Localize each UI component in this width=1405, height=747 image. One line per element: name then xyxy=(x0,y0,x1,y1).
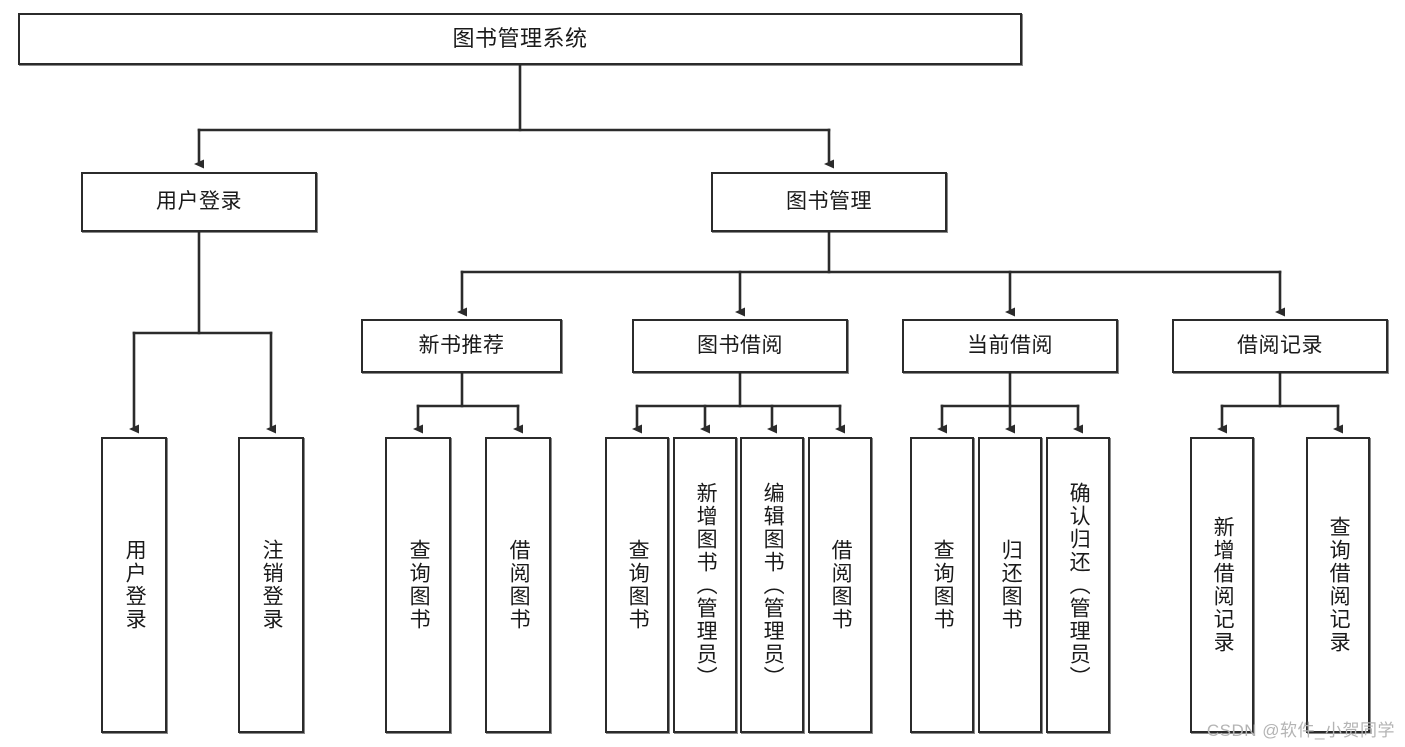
node-leaf-add-book-admin[interactable]: 新增图书（管理员） xyxy=(673,437,737,733)
node-current-borrow[interactable]: 当前借阅 xyxy=(902,319,1118,373)
node-label: 新增图书（管理员） xyxy=(694,481,718,689)
csdn-watermark: CSDN @软件_小贺同学 xyxy=(1206,721,1395,740)
node-leaf-query-books-recommend[interactable]: 查询图书 xyxy=(385,437,451,733)
node-leaf-borrow-books-recommend[interactable]: 借阅图书 xyxy=(485,437,551,733)
node-label: 图书管理系统 xyxy=(452,26,588,52)
node-user-login[interactable]: 用户登录 xyxy=(81,172,317,232)
node-label: 新增借阅记录 xyxy=(1211,516,1235,654)
node-leaf-edit-book-admin[interactable]: 编辑图书（管理员） xyxy=(740,437,804,733)
node-label: 确认归还（管理员） xyxy=(1067,481,1091,689)
node-label: 编辑图书（管理员） xyxy=(761,481,785,689)
node-book-borrow[interactable]: 图书借阅 xyxy=(632,319,848,373)
node-label: 借阅图书 xyxy=(829,539,853,631)
node-book-management[interactable]: 图书管理 xyxy=(711,172,947,232)
node-label: 查询图书 xyxy=(407,539,431,631)
node-leaf-confirm-return-admin[interactable]: 确认归还（管理员） xyxy=(1046,437,1110,733)
node-leaf-add-borrow-record[interactable]: 新增借阅记录 xyxy=(1190,437,1254,733)
node-label: 注销登录 xyxy=(260,539,284,631)
node-leaf-user-login[interactable]: 用户登录 xyxy=(101,437,167,733)
node-label: 查询图书 xyxy=(931,539,955,631)
node-label: 图书管理 xyxy=(786,189,872,213)
node-label: 查询借阅记录 xyxy=(1327,516,1351,654)
node-leaf-return-books[interactable]: 归还图书 xyxy=(978,437,1042,733)
node-label: 用户登录 xyxy=(123,539,147,631)
node-leaf-query-books-current[interactable]: 查询图书 xyxy=(910,437,974,733)
node-root-book-management-system[interactable]: 图书管理系统 xyxy=(18,13,1022,65)
node-new-book-recommend[interactable]: 新书推荐 xyxy=(361,319,562,373)
node-leaf-borrow-books[interactable]: 借阅图书 xyxy=(808,437,872,733)
node-label: 新书推荐 xyxy=(418,333,505,357)
node-leaf-query-books-borrow[interactable]: 查询图书 xyxy=(605,437,669,733)
node-label: 借阅记录 xyxy=(1237,333,1323,357)
node-label: 用户登录 xyxy=(156,189,242,213)
node-label: 当前借阅 xyxy=(967,333,1053,357)
node-label: 归还图书 xyxy=(999,539,1023,631)
node-label: 借阅图书 xyxy=(507,539,531,631)
node-borrow-record[interactable]: 借阅记录 xyxy=(1172,319,1388,373)
node-leaf-query-borrow-record[interactable]: 查询借阅记录 xyxy=(1306,437,1370,733)
node-leaf-logout[interactable]: 注销登录 xyxy=(238,437,304,733)
node-label: 图书借阅 xyxy=(697,333,783,357)
node-label: 查询图书 xyxy=(626,539,650,631)
